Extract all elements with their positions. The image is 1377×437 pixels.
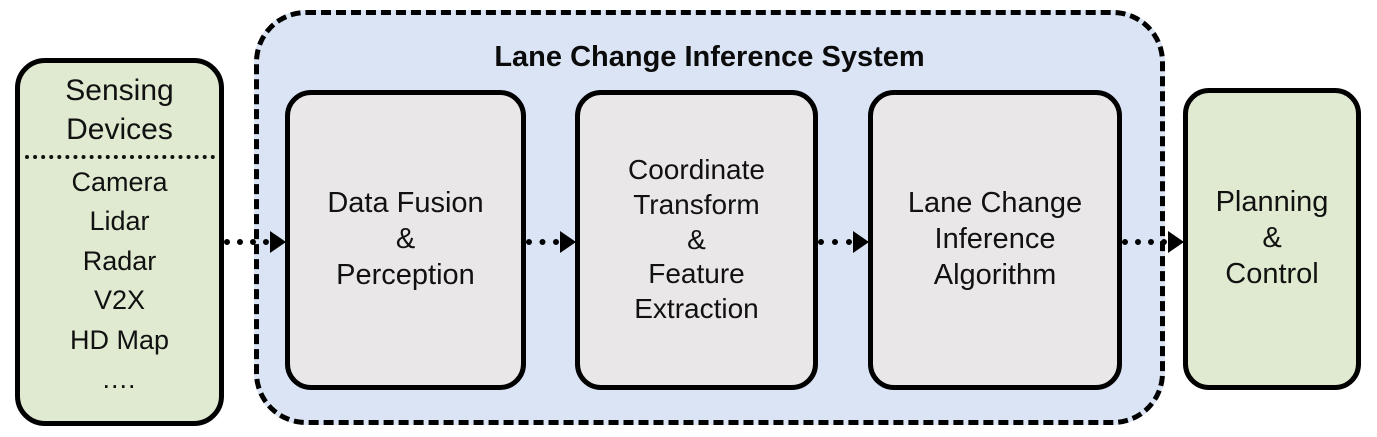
sensing-item-radar: Radar	[82, 245, 157, 276]
stage-lane-change-inference-algorithm: Lane Change Inference Algorithm	[868, 90, 1122, 390]
sensing-item-ellipsis: ....	[102, 364, 137, 395]
stage-2-line-2: Transform	[633, 188, 760, 220]
arrow-head	[560, 231, 576, 253]
stage-1-line-2: &	[395, 223, 416, 256]
planning-control-node: Planning & Control	[1183, 88, 1361, 390]
sensing-title-line-2: Devices	[66, 113, 173, 146]
stage-data-fusion-perception: Data Fusion & Perception	[285, 90, 526, 390]
arrow-shaft	[818, 239, 852, 245]
planning-line-2: &	[1262, 222, 1282, 255]
sensing-devices-title: Sensing Devices	[20, 71, 219, 149]
arrow-head	[270, 231, 286, 253]
stage-2-line-1: Coordinate	[628, 154, 765, 186]
sensing-devices-list: Camera Lidar Radar V2X HD Map ....	[20, 163, 219, 399]
sensing-item-camera: Camera	[71, 167, 168, 197]
planning-line-3: Control	[1225, 257, 1319, 290]
stage-coordinate-transform-feature-extraction: Coordinate Transform & Feature Extractio…	[575, 90, 818, 390]
arrow-head	[1168, 231, 1184, 253]
stage-1-line-1: Data Fusion	[327, 187, 484, 220]
stage-2-line-4: Feature	[648, 258, 745, 290]
arrow-shaft	[1122, 239, 1167, 245]
arrow-shaft	[526, 239, 559, 245]
arrow-inference-to-planning-icon	[1122, 231, 1184, 253]
sensing-item-hd-map: HD Map	[69, 324, 170, 355]
arrow-data-fusion-to-coordinate-transform-icon	[526, 231, 576, 253]
system-title: Lane Change Inference System	[494, 41, 925, 73]
arrow-shaft	[224, 239, 269, 245]
stage-3-line-2: Inference	[934, 223, 1056, 256]
stage-3-line-1: Lane Change	[907, 187, 1083, 220]
sensing-divider	[24, 155, 215, 159]
sensing-devices-node: Sensing Devices Camera Lidar Radar V2X H…	[15, 58, 224, 426]
stage-1-line-3: Perception	[336, 258, 475, 291]
planning-line-1: Planning	[1215, 186, 1329, 219]
arrow-coordinate-transform-to-inference-icon	[818, 231, 869, 253]
stage-2-line-3: &	[687, 223, 706, 255]
stage-2-line-5: Extraction	[634, 293, 759, 325]
sensing-item-lidar: Lidar	[89, 206, 150, 237]
sensing-title-line-1: Sensing	[65, 74, 174, 107]
stage-3-line-3: Algorithm	[933, 258, 1057, 291]
sensing-item-v2x: V2X	[93, 285, 146, 316]
arrow-sensing-to-data-fusion-icon	[224, 231, 286, 253]
arrow-head	[853, 231, 869, 253]
